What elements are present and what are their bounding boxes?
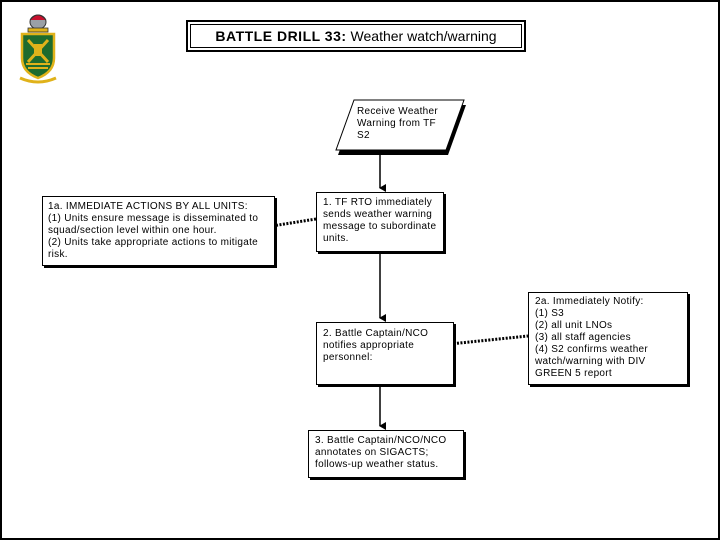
unit-crest-icon bbox=[19, 14, 57, 84]
start-node-label: Receive Weather Warning from TF S2 bbox=[357, 106, 439, 141]
step1-box: 1. TF RTO immediately sends weather warn… bbox=[316, 192, 444, 252]
title-bold: BATTLE DRILL 33: bbox=[215, 28, 347, 44]
step1a-box: 1a. IMMEDIATE ACTIONS BY ALL UNITS: (1) … bbox=[42, 196, 275, 266]
link-step1-to-step1a bbox=[271, 217, 317, 228]
step3-text: 3. Battle Captain/NCO/NCO annotates on S… bbox=[315, 435, 447, 470]
step2-box: 2. Battle Captain/NCO notifies appropria… bbox=[316, 322, 454, 385]
start-node-shape bbox=[335, 99, 466, 155]
step3-box: 3. Battle Captain/NCO/NCO annotates on S… bbox=[308, 430, 464, 478]
step1a-text: 1a. IMMEDIATE ACTIONS BY ALL UNITS: (1) … bbox=[48, 201, 259, 260]
step1-text: 1. TF RTO immediately sends weather warn… bbox=[323, 197, 437, 244]
step2a-box: 2a. Immediately Notify: (1) S3 (2) all u… bbox=[528, 292, 688, 385]
step2-text: 2. Battle Captain/NCO notifies appropria… bbox=[323, 328, 429, 363]
title-rest: Weather watch/warning bbox=[350, 28, 497, 44]
page-title: BATTLE DRILL 33: Weather watch/warning bbox=[186, 20, 526, 52]
link-step2-to-step2a bbox=[449, 334, 529, 346]
step2a-text: 2a. Immediately Notify: (1) S3 (2) all u… bbox=[535, 296, 649, 379]
